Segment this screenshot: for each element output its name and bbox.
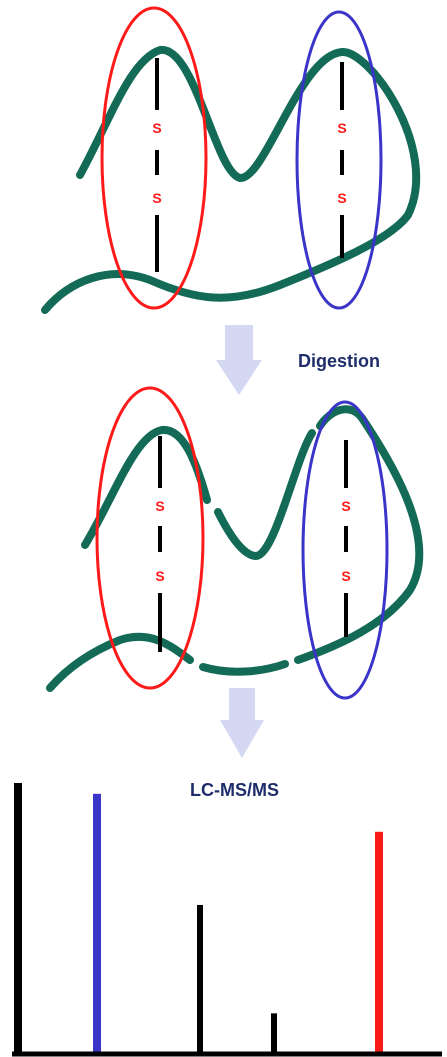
sulfur-label: S bbox=[341, 498, 350, 514]
disulfide-bond-right: S S bbox=[337, 62, 347, 258]
spectrum-peak bbox=[271, 1013, 277, 1054]
sulfur-label: S bbox=[337, 190, 346, 206]
spectrum-peak bbox=[14, 783, 22, 1054]
highlight-ellipse-right bbox=[295, 10, 383, 310]
digested-protein-panel: S S S S bbox=[46, 386, 424, 700]
disulfide-bond-left: S S bbox=[155, 436, 165, 652]
highlight-ellipse-left bbox=[100, 6, 208, 310]
digestion-arrow bbox=[216, 325, 262, 395]
peptide-fragment bbox=[199, 660, 289, 676]
highlight-ellipse-left bbox=[95, 386, 205, 690]
sulfur-label: S bbox=[155, 498, 164, 514]
intact-protein-panel: S S S S bbox=[41, 6, 421, 314]
peptide-fragment bbox=[214, 429, 316, 561]
peptide-fragment bbox=[46, 632, 194, 692]
mass-spectrum bbox=[12, 783, 442, 1057]
lcms-label: LC-MS/MS bbox=[190, 780, 279, 800]
peptide-fragment bbox=[294, 405, 424, 664]
spectrum-peak bbox=[197, 904, 203, 1054]
lcms-arrow bbox=[220, 688, 264, 758]
protein-chain bbox=[41, 46, 421, 314]
disulfide-bond-left: S S bbox=[152, 58, 162, 272]
spectrum-peak bbox=[375, 831, 383, 1054]
sulfur-label: S bbox=[152, 190, 161, 206]
sulfur-label: S bbox=[337, 120, 346, 136]
sulfur-label: S bbox=[341, 568, 350, 584]
sulfur-label: S bbox=[155, 568, 164, 584]
digestion-label: Digestion bbox=[298, 351, 380, 371]
highlight-ellipse-right bbox=[301, 400, 389, 700]
peptide-fragment bbox=[81, 426, 211, 549]
disulfide-bond-right: S S bbox=[341, 440, 351, 637]
sulfur-label: S bbox=[152, 120, 161, 136]
spectrum-peak bbox=[93, 793, 101, 1054]
